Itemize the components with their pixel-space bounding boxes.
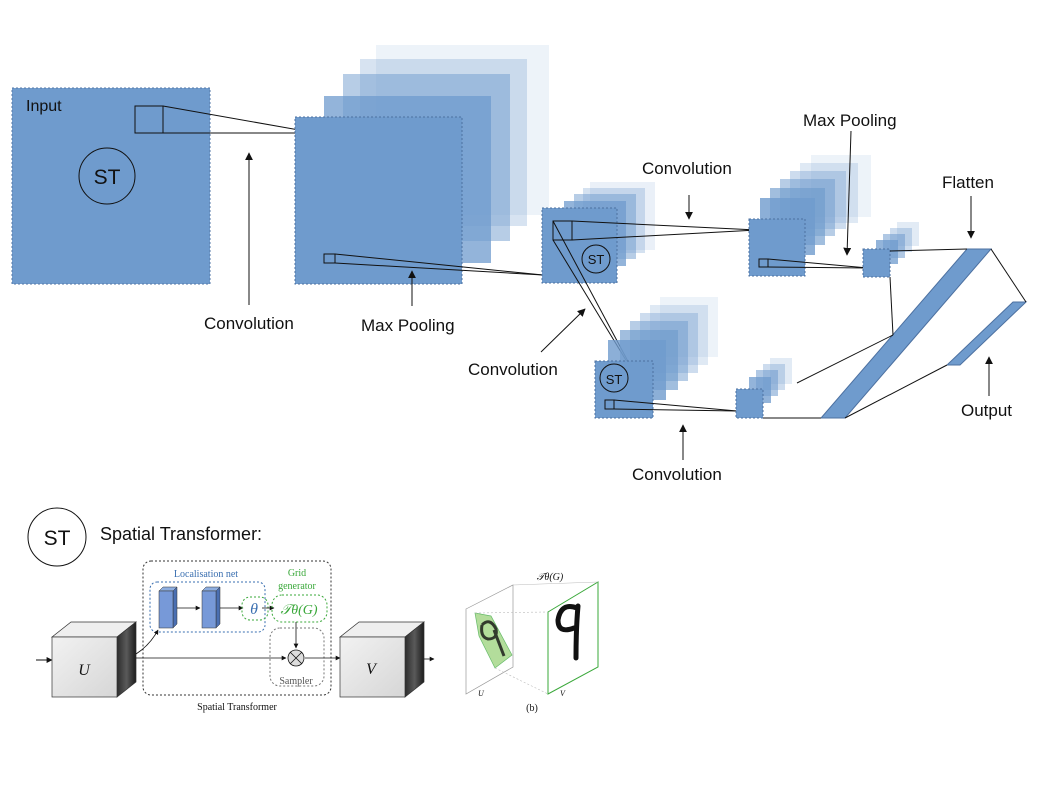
pool2-arrow — [843, 130, 852, 256]
projection-line — [767, 258, 869, 269]
output-bar — [945, 301, 1028, 366]
input-layer: Input ST — [11, 87, 317, 285]
u-cube: U — [50, 621, 138, 698]
lower-pool-feature-maps — [735, 358, 792, 419]
connection-line — [889, 248, 968, 252]
output-layer — [844, 248, 1028, 419]
projection-line — [512, 581, 599, 586]
projection-line — [613, 399, 738, 412]
sampler-label: Sampler — [279, 676, 313, 687]
st-module-box — [142, 560, 332, 696]
v-cube-front — [339, 636, 406, 698]
sampling-v-label: V — [560, 689, 566, 698]
grid-generator-label-2: generator — [278, 581, 316, 592]
theta-box — [241, 596, 269, 621]
connection-line — [889, 276, 894, 336]
receptive-field-3 — [552, 220, 573, 241]
loc-layer-1-side — [172, 586, 178, 629]
projection-line — [613, 408, 738, 412]
conv2-bottom-label: Convolution — [632, 465, 722, 484]
feature-map-front — [862, 248, 891, 278]
conv2-left-arrow — [540, 308, 586, 353]
loc-layer-1 — [158, 590, 174, 629]
connection-line — [796, 334, 894, 384]
conv1-feature-maps — [294, 45, 549, 285]
receptive-field-1 — [134, 105, 164, 134]
sampling-u-label: U — [478, 689, 485, 698]
grid-generator-box — [271, 594, 328, 623]
grid-generator-symbol: 𝒯θ(G) — [280, 603, 317, 618]
v-label: V — [366, 661, 378, 678]
pool1-label: Max Pooling — [361, 316, 455, 335]
u-cube-front — [51, 636, 118, 698]
lower-conv-feature-maps: ST — [594, 297, 738, 419]
projection-line — [334, 262, 544, 276]
pool1-feature-maps: ST — [541, 182, 655, 284]
st-marker-lower — [599, 363, 629, 393]
u-to-localisation-curve — [135, 629, 159, 655]
st-marker-input-label: ST — [94, 166, 121, 189]
legend-title: Spatial Transformer: — [100, 524, 262, 544]
connection-line — [990, 248, 1027, 303]
receptive-field-2 — [323, 253, 336, 264]
projection-line — [494, 667, 549, 695]
loc-layer-2 — [201, 590, 217, 629]
spatial-transformer-figure: U Localisation net θ Grid generator 𝒯θ(G… — [36, 560, 435, 713]
warped-grid-digit — [480, 620, 506, 657]
localisation-label: Localisation net — [174, 569, 238, 580]
projection-line — [767, 266, 869, 269]
projection-line — [571, 229, 758, 241]
st-marker-input — [78, 147, 136, 205]
sampling-grid-figure: 𝒯θ(G) U V (b) — [465, 572, 599, 714]
v-plane-digit — [555, 603, 581, 661]
v-cube: V — [338, 621, 426, 698]
input-block — [11, 87, 211, 285]
st-caption: Spatial Transformer — [197, 702, 277, 713]
feature-map-front — [294, 116, 463, 285]
conv1-label: Convolution — [204, 314, 294, 333]
flatten-label: Flatten — [942, 173, 994, 192]
conv2-top-label: Convolution — [642, 159, 732, 178]
upper-pool-feature-maps — [862, 222, 919, 278]
sampler-box — [269, 627, 325, 687]
sampling-top-label: 𝒯θ(G) — [537, 572, 564, 583]
st-legend: ST Spatial Transformer: — [27, 507, 262, 567]
legend-st-symbol: ST — [44, 527, 71, 550]
localisation-box — [149, 581, 266, 633]
output-label: Output — [961, 401, 1012, 420]
loc-layer-2-side — [215, 586, 221, 629]
feature-map-front — [735, 388, 764, 419]
sampler-cross — [289, 651, 303, 665]
st-marker-mid — [581, 244, 611, 274]
projection-line — [334, 253, 544, 276]
legend-st-circle — [27, 507, 87, 567]
feature-map-front — [541, 207, 618, 284]
receptive-field-4 — [758, 258, 769, 268]
pool2-label: Max Pooling — [803, 111, 897, 130]
receptive-field-5 — [604, 399, 615, 410]
input-label: Input — [26, 98, 62, 115]
grid-generator-label-1: Grid — [288, 568, 306, 579]
conv2-left-label: Convolution — [468, 360, 558, 379]
projection-line — [474, 611, 549, 614]
connection-line — [844, 364, 948, 419]
u-label: U — [78, 662, 91, 679]
st-marker-lower-label: ST — [606, 372, 623, 387]
st-marker-mid-label: ST — [588, 252, 605, 267]
theta-symbol: θ — [250, 601, 258, 618]
projection-line — [571, 220, 758, 231]
projection-line — [162, 105, 317, 134]
feature-map-front — [748, 218, 806, 277]
flatten-bar — [819, 248, 993, 419]
upper-conv-feature-maps — [748, 155, 871, 277]
sampling-caption: (b) — [526, 703, 538, 714]
v-plane — [547, 581, 599, 695]
